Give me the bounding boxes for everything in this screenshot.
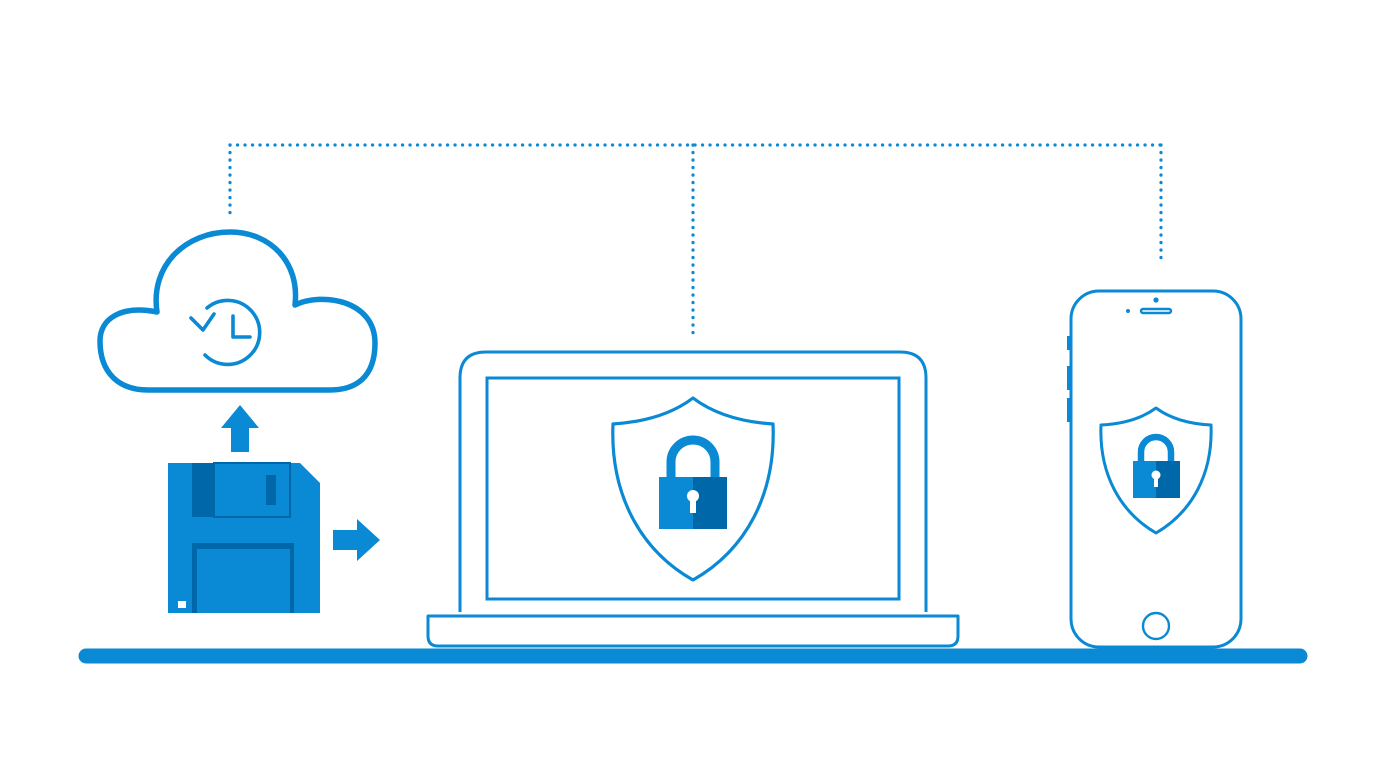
shield-lock-icon xyxy=(611,396,775,582)
shield-lock-icon xyxy=(1099,406,1213,535)
floppy-disk-icon xyxy=(168,462,320,613)
arrow-right-icon xyxy=(333,519,380,561)
smartphone-icon xyxy=(1067,289,1243,649)
laptop-icon xyxy=(426,350,960,648)
network-connector xyxy=(228,143,1163,337)
arrow-up-icon xyxy=(221,405,259,452)
cloud-backup-icon xyxy=(97,229,378,393)
history-clock-icon xyxy=(189,298,262,367)
